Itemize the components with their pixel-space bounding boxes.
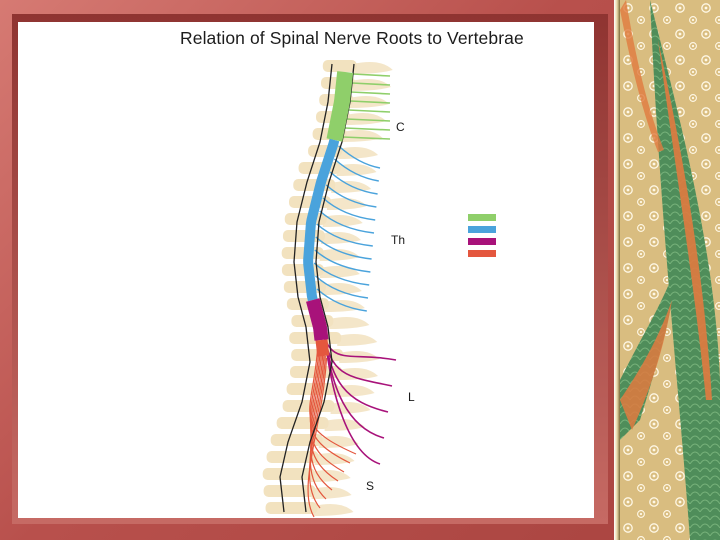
nerve-root-sacral	[307, 357, 328, 518]
vertebra-process	[319, 266, 360, 278]
vertebra-body	[265, 502, 318, 514]
vertebra-body	[282, 400, 335, 412]
legend-swatch-thoracic	[468, 226, 496, 233]
nerve-root-cervical	[351, 91, 391, 95]
floral-pattern-art	[620, 0, 720, 540]
nerve-root-sacral	[310, 351, 333, 491]
nerve-root-thoracic	[315, 275, 369, 299]
color-legend	[468, 214, 498, 262]
dura-outline-left	[279, 63, 333, 513]
nerve-root-thoracic	[322, 197, 376, 221]
cord-segment-cervical	[326, 71, 354, 142]
vertebra-body	[263, 485, 316, 497]
nerve-root-thoracic	[315, 236, 372, 260]
vertebra-process	[351, 79, 391, 91]
region-label-cervical: C	[396, 120, 405, 134]
nerve-root-sacral	[308, 355, 326, 509]
cord-segment-thoracic	[303, 138, 340, 302]
nerve-root-sacral	[309, 353, 327, 500]
region-label-thoracic: Th	[391, 233, 406, 247]
vertebra-body	[262, 468, 315, 480]
slide-canvas: Relation of Spinal Nerve Roots to Verteb…	[18, 22, 594, 518]
nerve-root-thoracic	[314, 249, 371, 273]
region-label-lumbar: L	[408, 390, 415, 404]
slide-title: Relation of Spinal Nerve Roots to Verteb…	[180, 28, 524, 48]
vertebra-process	[338, 147, 379, 159]
vertebra-process	[329, 317, 370, 329]
nerve-root-cervical	[344, 127, 391, 131]
nerve-root-thoracic	[316, 288, 367, 312]
nerve-root-thoracic	[333, 158, 379, 182]
decorative-side-panel	[620, 0, 720, 540]
vertebra-process	[342, 130, 383, 142]
legend-swatch-cervical	[468, 214, 496, 221]
vertebra-body	[322, 60, 357, 72]
nerve-root-thoracic	[325, 184, 377, 208]
vertebra-process	[337, 334, 378, 346]
legend-swatch-lumbar	[468, 238, 496, 245]
legend-swatch-sacral	[468, 250, 496, 257]
vertebra-process	[319, 249, 360, 261]
vertebra-process	[334, 385, 375, 397]
nerve-root-thoracic	[338, 145, 381, 169]
region-label-sacral: S	[366, 479, 375, 493]
nerve-root-lumbar	[324, 335, 381, 465]
vertebra-process	[322, 215, 363, 227]
vertebra-process	[327, 198, 367, 210]
dura-outline-right	[301, 63, 355, 513]
vertebra-process	[336, 164, 377, 176]
vertebra-process	[314, 453, 355, 465]
spinal-nerve-diagram	[262, 60, 397, 518]
cord-segment-lumbar	[306, 298, 329, 341]
vertebra-process	[318, 436, 359, 448]
vertebra-body	[276, 417, 329, 429]
panel-divider	[614, 0, 620, 540]
spinal-cord	[279, 63, 355, 513]
nerve-root-cervical	[350, 100, 391, 104]
vertebra-process	[346, 113, 386, 125]
nerve-root-cervical	[342, 136, 391, 140]
vertebra-process	[321, 283, 362, 295]
vertebra-process	[311, 487, 352, 499]
nerve-root-sacral	[310, 349, 339, 482]
nerve-root-thoracic	[329, 171, 378, 195]
vertebra-process	[352, 62, 393, 74]
nerve-root-thoracic	[319, 210, 375, 234]
nerve-root-thoracic	[313, 262, 370, 286]
nerve-root-cervical	[351, 82, 391, 86]
vertebral-column	[262, 60, 393, 516]
nerve-root-cervical	[352, 73, 391, 77]
vertebra-process	[313, 504, 354, 516]
vertebra-process	[324, 419, 365, 431]
cord-segment-sacral	[315, 339, 330, 357]
vertebra-process	[338, 368, 378, 380]
nerve-root-cervical	[346, 118, 391, 122]
nerve-root-sacral	[310, 347, 345, 473]
nerve-root-cervical	[348, 109, 391, 113]
nerve-root-thoracic	[316, 223, 373, 247]
